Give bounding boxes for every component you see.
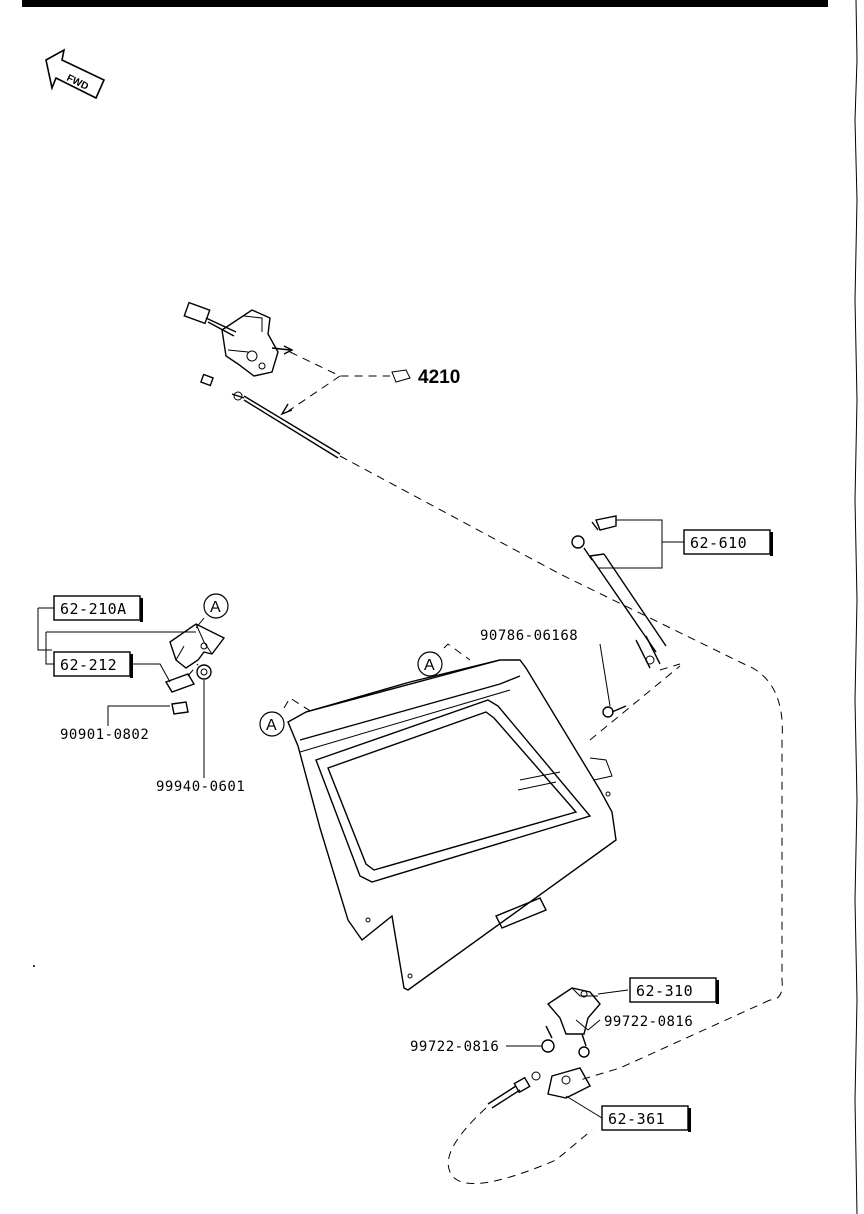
stray-dot — [33, 965, 35, 967]
part-code-62-361: 62-361 — [608, 1110, 665, 1128]
callout-a-top-label: A — [424, 657, 435, 674]
striker-pointer — [565, 1095, 603, 1119]
top-border-bar — [22, 0, 828, 7]
ref-icon — [391, 369, 411, 383]
part-code-62-212: 62-212 — [60, 656, 117, 674]
part-box-62-212-shadow — [130, 654, 133, 678]
part-code-62-310: 62-310 — [636, 982, 693, 1000]
bolt-90786-icon — [602, 705, 627, 718]
lock-assembly — [183, 301, 341, 459]
callout-a-hinge — [203, 593, 229, 619]
part-box-62-212 — [53, 651, 131, 677]
callout-a-top — [417, 651, 443, 677]
gas-strut — [571, 515, 681, 671]
bolt-99722-left-icon — [541, 1025, 555, 1053]
latch-pointer — [597, 989, 629, 995]
part-box-62-310 — [629, 977, 717, 1003]
callout-a-left-label: A — [266, 717, 277, 734]
reference-4210: 4210 — [418, 367, 460, 388]
bolt-99722-right-icon — [578, 1033, 590, 1058]
fwd-arrow-icon: FWD — [45, 48, 106, 100]
rod-leader-arrow — [280, 403, 293, 416]
rod-leader-dashed — [283, 375, 341, 415]
right-edge — [854, 0, 858, 1214]
striker — [487, 1067, 603, 1119]
lock-leader-dashed — [289, 351, 390, 377]
part-number-99940: 99940-0601 — [156, 779, 245, 795]
bolt-99722-right-leader — [587, 1019, 601, 1031]
callout-a-hinge-label: A — [210, 599, 221, 616]
part-box-62-210a-shadow — [140, 598, 143, 622]
hinge-bracket-3 — [45, 632, 54, 665]
part-box-62-610-shadow — [770, 532, 773, 556]
latch — [546, 987, 629, 1035]
nut-90901-leader — [107, 705, 170, 726]
part-number-99722-right: 99722-0816 — [604, 1014, 693, 1030]
callout-a-top-pointer — [443, 643, 471, 661]
panel-strut-dashed — [589, 665, 681, 741]
part-box-62-210a — [53, 595, 141, 621]
hinge-dash-a — [187, 663, 199, 677]
liftgate-panel — [287, 659, 617, 991]
part-box-62-361-shadow — [688, 1108, 691, 1132]
bolt-90786-leader — [599, 643, 611, 707]
strut-leader — [598, 519, 663, 569]
part-code-62-210a: 62-210A — [60, 600, 127, 618]
hinge-bracket-4 — [130, 663, 171, 683]
part-box-62-310-shadow — [716, 980, 719, 1004]
hinge — [164, 623, 226, 715]
part-box-62-610 — [683, 529, 771, 555]
part-number-90901: 90901-0802 — [60, 727, 149, 743]
hinge-bracket-outer — [37, 608, 52, 651]
part-number-90786: 90786-06168 — [480, 628, 578, 644]
callout-a-left — [259, 711, 285, 737]
rod-path-dashed — [339, 455, 783, 1001]
part-code-62-610: 62-610 — [690, 534, 747, 552]
part-box-62-361 — [601, 1105, 689, 1131]
part-number-99722-left: 99722-0816 — [410, 1039, 499, 1055]
callout-a-left-pointer — [283, 697, 313, 713]
